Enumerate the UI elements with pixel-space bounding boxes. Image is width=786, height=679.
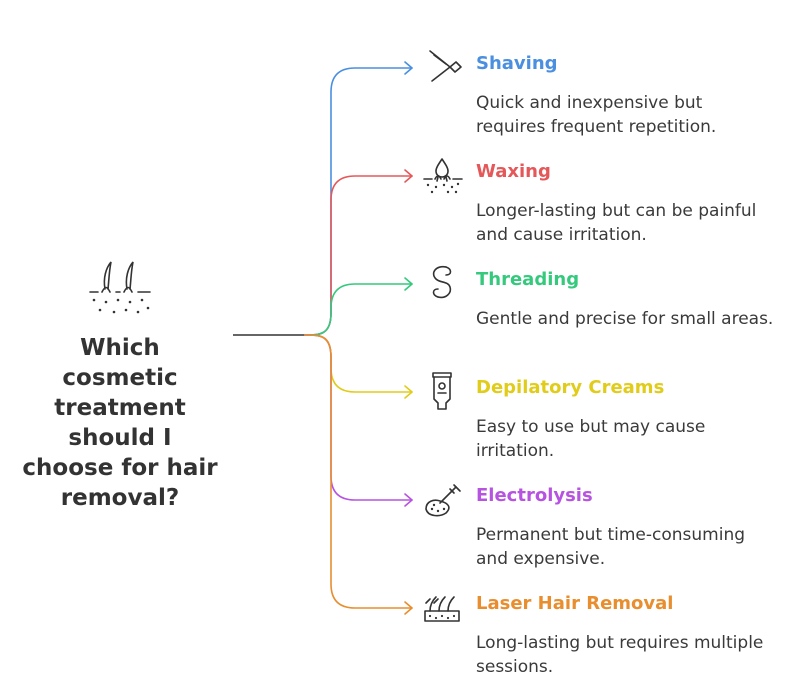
connector-line xyxy=(304,67,413,336)
connector-arrowhead xyxy=(404,169,413,183)
laser-hair-icon xyxy=(424,596,460,622)
wax-drop-icon xyxy=(423,158,463,194)
connector-arrowhead xyxy=(404,493,413,507)
electrolysis-needle-icon xyxy=(425,484,461,517)
branch-title: Electrolysis xyxy=(476,485,593,506)
branch-description: Longer-lasting but can be painful and ca… xyxy=(476,201,757,245)
thread-icon xyxy=(432,265,452,299)
branch-description: Quick and inexpensive but requires frequ… xyxy=(476,93,717,137)
branch-title: Threading xyxy=(476,269,580,290)
connector-line xyxy=(304,283,413,336)
central-question: Which cosmetic treatment should I choose… xyxy=(22,335,218,511)
connector-line xyxy=(304,334,413,393)
hair-follicle-icon xyxy=(89,261,151,314)
branch-description: Permanent but time-consuming and expensi… xyxy=(476,525,746,569)
branch-title: Depilatory Creams xyxy=(476,377,665,398)
branch-description: Gentle and precise for small areas. xyxy=(476,309,774,329)
connector-arrowhead xyxy=(404,61,413,75)
branch-title: Shaving xyxy=(476,53,558,74)
branch-description: Long-lasting but requires multiple sessi… xyxy=(476,633,764,677)
connector-line xyxy=(304,334,413,501)
branch-title: Laser Hair Removal xyxy=(476,593,674,614)
connector-line xyxy=(304,175,413,336)
cream-tube-icon xyxy=(432,372,452,410)
connector-arrowhead xyxy=(404,385,413,399)
razor-icon xyxy=(429,50,462,82)
connector-arrowhead xyxy=(404,277,413,291)
connector-line xyxy=(304,334,413,609)
branch-connectors xyxy=(304,61,413,615)
connector-arrowhead xyxy=(404,601,413,615)
branch-description: Easy to use but may cause irritation. xyxy=(476,417,706,461)
branch-title: Waxing xyxy=(476,161,551,182)
